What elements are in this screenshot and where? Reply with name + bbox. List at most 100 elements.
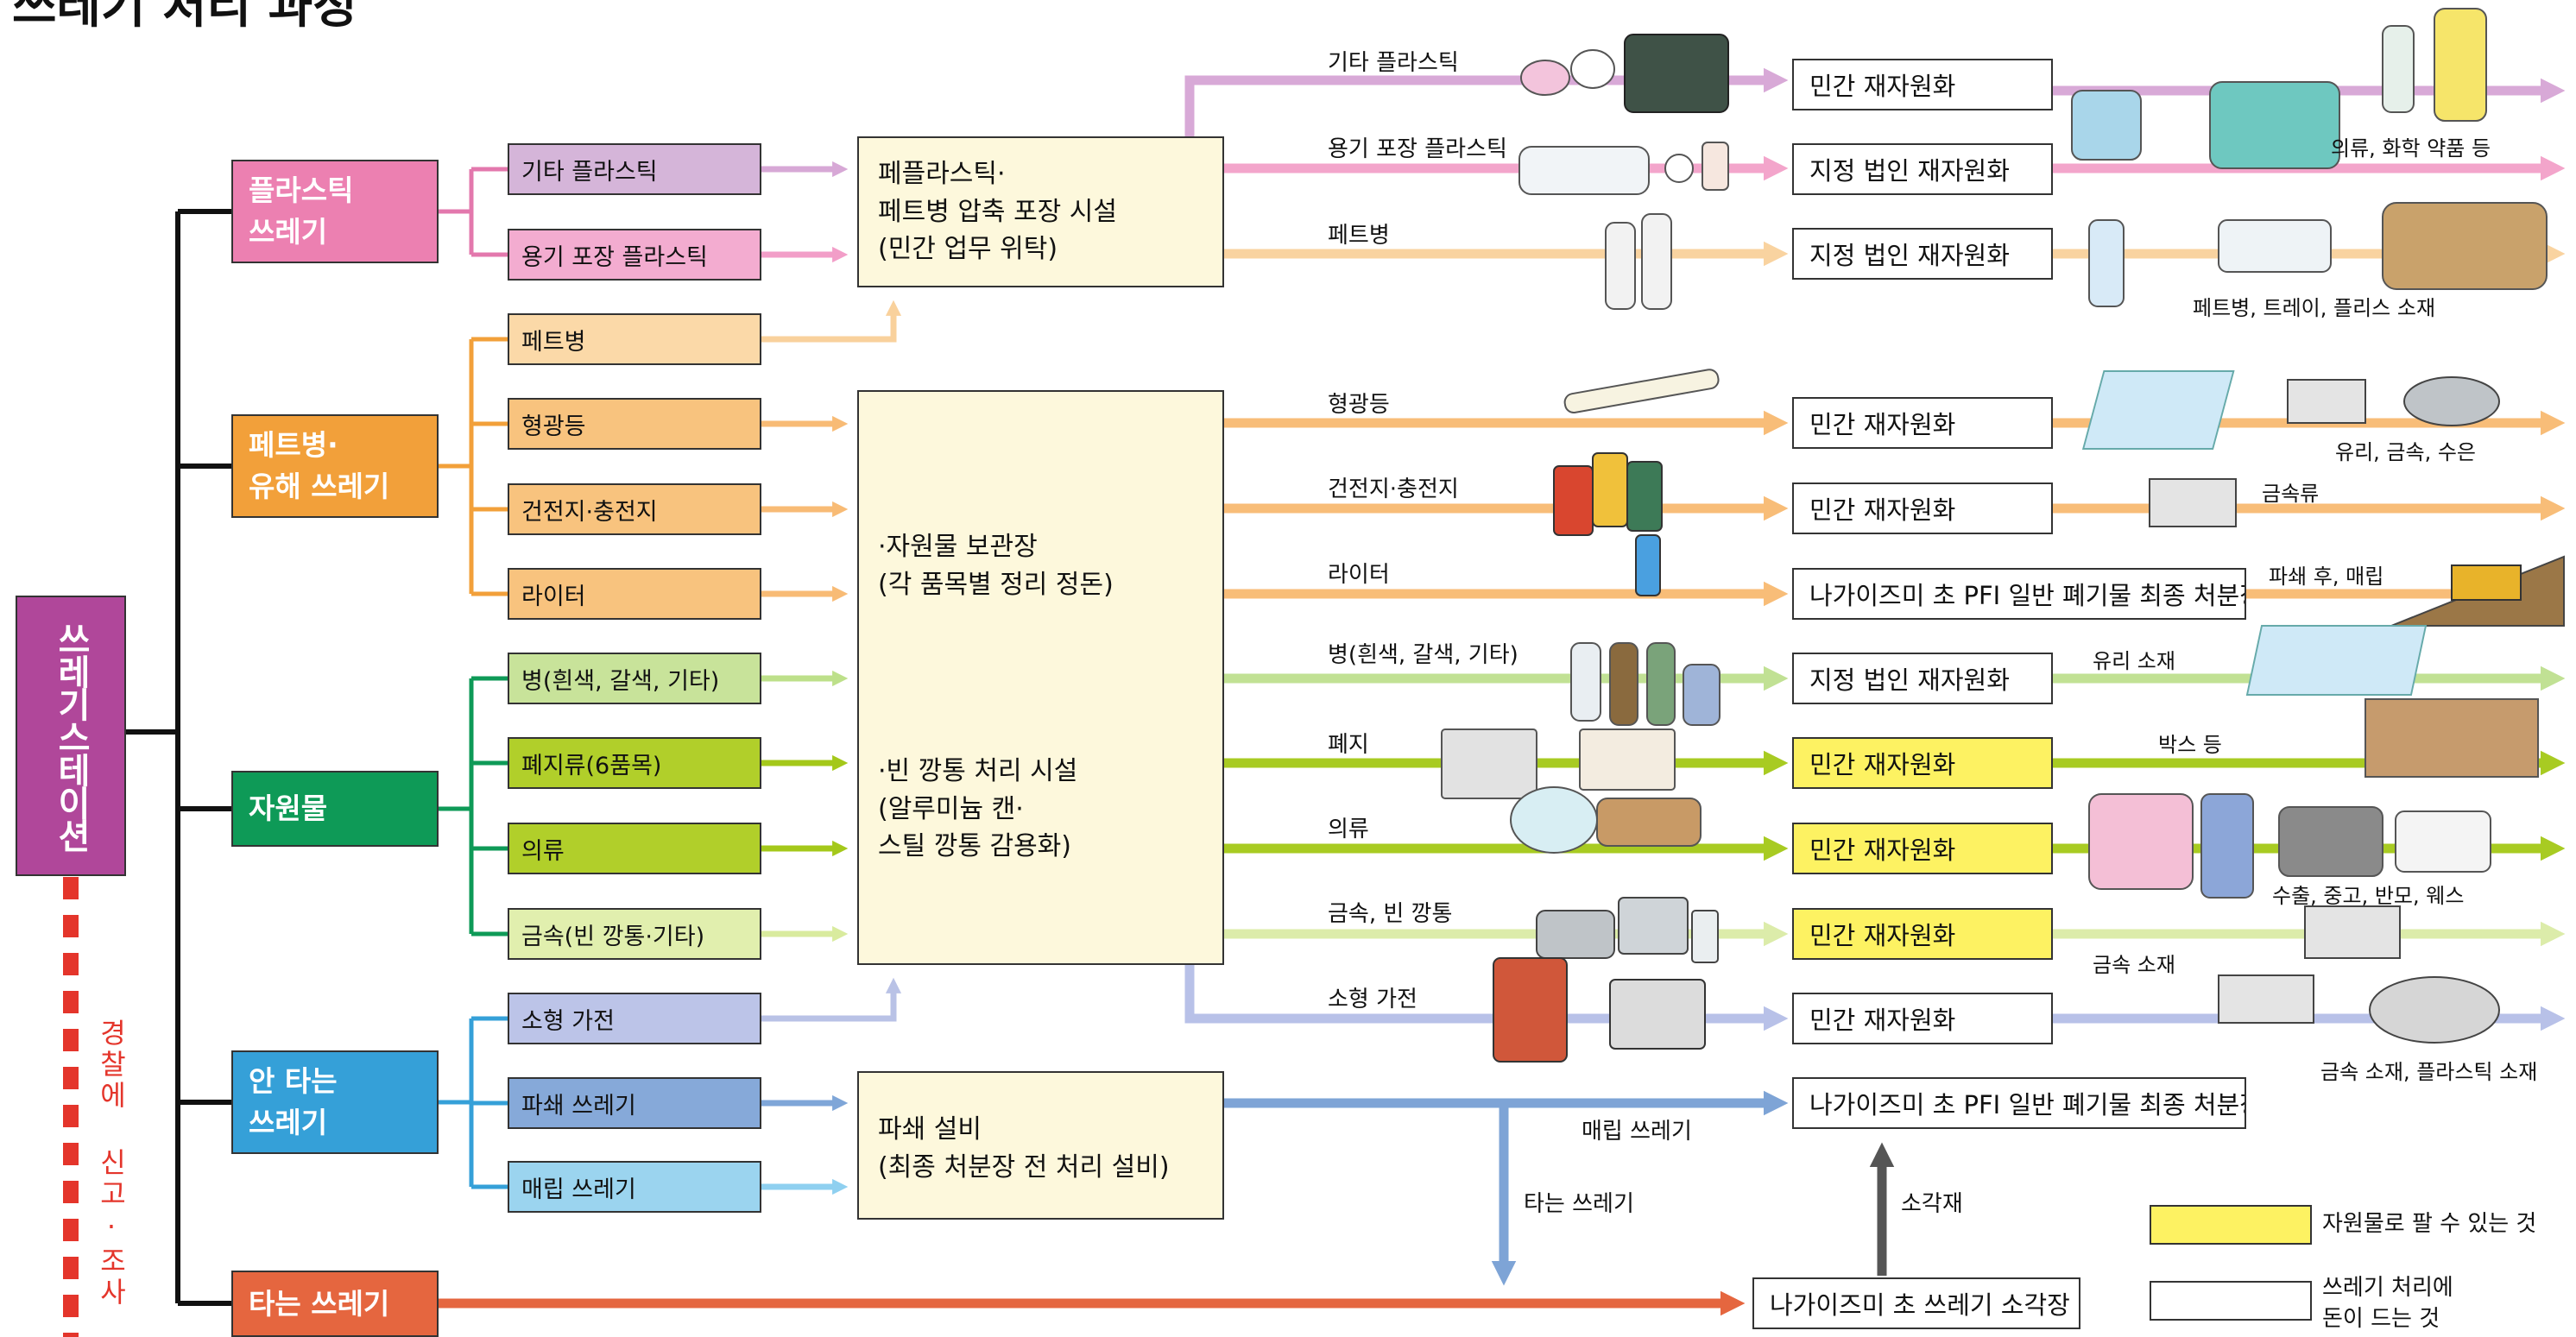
output-label-4: 금속류: [2262, 482, 2320, 506]
dish-container-icon: [1520, 34, 1729, 113]
item-pet: 페트병: [508, 313, 761, 365]
pots-cans-icon: [1536, 897, 1719, 963]
dest-incinerator: 나가이즈미 초 쓰레기 소각장: [1752, 1277, 2080, 1329]
glass-sheet-icon: [2245, 625, 2428, 696]
flow-label-metal: 금속, 빈 깡통: [1328, 901, 1453, 927]
clothes-rags-icon: [2088, 793, 2491, 899]
pet-bottles-icon: [1605, 213, 1672, 310]
flow-label-paper: 폐지: [1328, 732, 1369, 758]
dest-final-disposal-2: 나가이즈미 초 PFI 일반 폐기물 최종 처분장: [1792, 1077, 2246, 1129]
legend-sellable-swatch: [2150, 1205, 2312, 1245]
output-label-3: 유리, 금속, 수은: [2335, 440, 2476, 464]
facility-plastic-compress: 페플라스틱· 페트병 압축 포장 시설 (민간 업무 위탁): [857, 136, 1224, 287]
item-container-plastic: 용기 포장 플라스틱: [508, 229, 761, 281]
legend-sellable-label: 자원물로 팔 수 있는 것: [2322, 1211, 2537, 1237]
item-landfill: 매립 쓰레기: [508, 1161, 761, 1213]
arrow-small-appliance-up: [761, 977, 902, 1022]
item-paper: 폐지류(6품목): [508, 737, 761, 789]
output-label-10: 금속 소재, 플라스틱 소재: [2320, 1060, 2538, 1084]
nonburn-bracket: [439, 1016, 508, 1189]
item-bottle: 병(흰색, 갈색, 기타): [508, 653, 761, 704]
item-clothing: 의류: [508, 823, 761, 874]
station-tree: [126, 209, 231, 1306]
glass-metal-mercury-icon: [2081, 370, 2500, 450]
heater-microwave-icon: [1493, 957, 1706, 1063]
category-pet-hazard: 페트병· 유해 쓰레기: [231, 414, 439, 518]
output-label-2: 페트병, 트레이, 플리스 소재: [2193, 296, 2436, 320]
category-plastic: 플라스틱 쓰레기: [231, 160, 439, 263]
lighter-icon: [1635, 534, 1661, 596]
output-label-6: 유리 소재: [2093, 649, 2175, 673]
illustrations: [1441, 8, 2565, 1063]
output-label-1: 의류, 화학 약품 등: [2331, 136, 2491, 161]
flow-label-landfill-waste: 매립 쓰레기: [1582, 1119, 1692, 1145]
newspaper-icon: [1441, 728, 1676, 799]
glass-bottles-icon: [1570, 642, 1720, 726]
item-metal: 금속(빈 깡통·기타): [508, 908, 761, 960]
pet-bracket: [439, 337, 508, 596]
flow-label-clothing: 의류: [1328, 817, 1369, 842]
flow-label-burnable-waste: 타는 쓰레기: [1524, 1191, 1634, 1217]
dest-private-recycling-1: 민간 재자원화: [1792, 59, 2053, 110]
metal-plastic-pile-icon: [2218, 974, 2500, 1044]
metal-ingot-icon: [2149, 478, 2237, 527]
flow-small-appliance: [1184, 965, 1789, 1031]
flow-label-container-plastic: 용기 포장 플라스틱: [1328, 136, 1507, 162]
plastic-bracket: [439, 167, 508, 257]
dest-private-recycling-7: 민간 재자원화: [1792, 993, 2053, 1044]
arrow-pet-up: [761, 300, 902, 343]
socks-sweater-icon: [2071, 81, 2340, 169]
resource-bracket: [439, 676, 508, 937]
dest-private-recycling-4: 민간 재자원화: [1792, 737, 2053, 789]
item-fluorescent: 형광등: [508, 398, 761, 450]
flow-label-other-plastic: 기타 플라스틱: [1328, 50, 1459, 76]
flow-label-small-appliance: 소형 가전: [1328, 987, 1417, 1012]
garbage-station: 쓰레기스테이션: [16, 596, 126, 876]
dest-private-recycling-5: 민간 재자원화: [1792, 823, 2053, 874]
clothing-bag-icon: [1510, 786, 1702, 854]
output-label-7: 박스 등: [2158, 733, 2222, 757]
item-battery: 건전지·충전지: [508, 483, 761, 535]
detergent-bottles-icon: [2382, 8, 2487, 122]
facility-crushing: 파쇄 설비 (최종 처분장 전 처리 설비): [857, 1071, 1224, 1220]
item-crushed: 파쇄 쓰레기: [508, 1077, 761, 1129]
item-lighter: 라이터: [508, 568, 761, 620]
fluorescent-tube-icon: [1563, 369, 1720, 413]
flow-label-pet: 페트병: [1328, 223, 1390, 249]
cardboard-icon: [2364, 698, 2539, 778]
dest-designated-recycling-3: 지정 법인 재자원화: [1792, 653, 2053, 704]
flow-label-incineration-ash: 소각재: [1901, 1191, 1963, 1217]
dest-private-recycling-3: 민간 재자원화: [1792, 482, 2053, 534]
dest-designated-recycling-1: 지정 법인 재자원화: [1792, 143, 2053, 195]
output-label-9: 금속 소재: [2093, 953, 2175, 977]
item-small-appliance: 소형 가전: [508, 993, 761, 1044]
flow-label-lighter: 라이터: [1328, 562, 1390, 588]
batteries-icon: [1553, 452, 1663, 536]
item-to-facility-arrows: [761, 161, 902, 1195]
flow-label-fluorescent: 형광등: [1328, 392, 1390, 418]
bottle-tray-fleece-icon: [2088, 202, 2548, 307]
output-label-8: 수출, 중고, 반모, 웨스: [2272, 884, 2465, 908]
dest-final-disposal-1: 나가이즈미 초 PFI 일반 폐기물 최종 처분장: [1792, 568, 2246, 620]
category-burnable: 타는 쓰레기: [231, 1271, 439, 1337]
legend-costly-swatch: [2150, 1281, 2312, 1321]
egg-carton-icon: [1518, 142, 1729, 195]
excavator-icon: [2390, 555, 2565, 627]
legend-costly-label: 쓰레기 처리에 돈이 드는 것: [2322, 1275, 2453, 1333]
police-report-note: 경찰에 신고·조사: [95, 1019, 128, 1309]
dest-designated-recycling-2: 지정 법인 재자원화: [1792, 228, 2053, 280]
metal-bars-icon: [2304, 905, 2401, 959]
storage-facility-label: ·자원물 보관장 (각 품목별 정리 정돈): [878, 532, 1114, 600]
dest-private-recycling-6: 민간 재자원화: [1792, 908, 2053, 960]
dest-private-recycling-2: 민간 재자원화: [1792, 397, 2053, 449]
item-other-plastic: 기타 플라스틱: [508, 143, 761, 195]
category-resource: 자원물: [231, 771, 439, 847]
output-label-5: 파쇄 후, 매립: [2269, 564, 2384, 589]
can-processing-facility-label: ·빈 깡통 처리 시설 (알루미늄 캔· 스틸 깡통 감용화): [878, 756, 1078, 861]
flow-label-battery: 건전지·충전지: [1328, 476, 1459, 502]
flow-label-bottle: 병(흰색, 갈색, 기타): [1328, 642, 1518, 668]
facility-resource-storage: ·자원물 보관장 (각 품목별 정리 정돈) ·빈 깡통 처리 시설 (알루미늄…: [857, 390, 1224, 965]
category-nonburnable: 안 타는 쓰레기: [231, 1050, 439, 1154]
page-title: 쓰레기 처리 과정: [12, 0, 357, 35]
